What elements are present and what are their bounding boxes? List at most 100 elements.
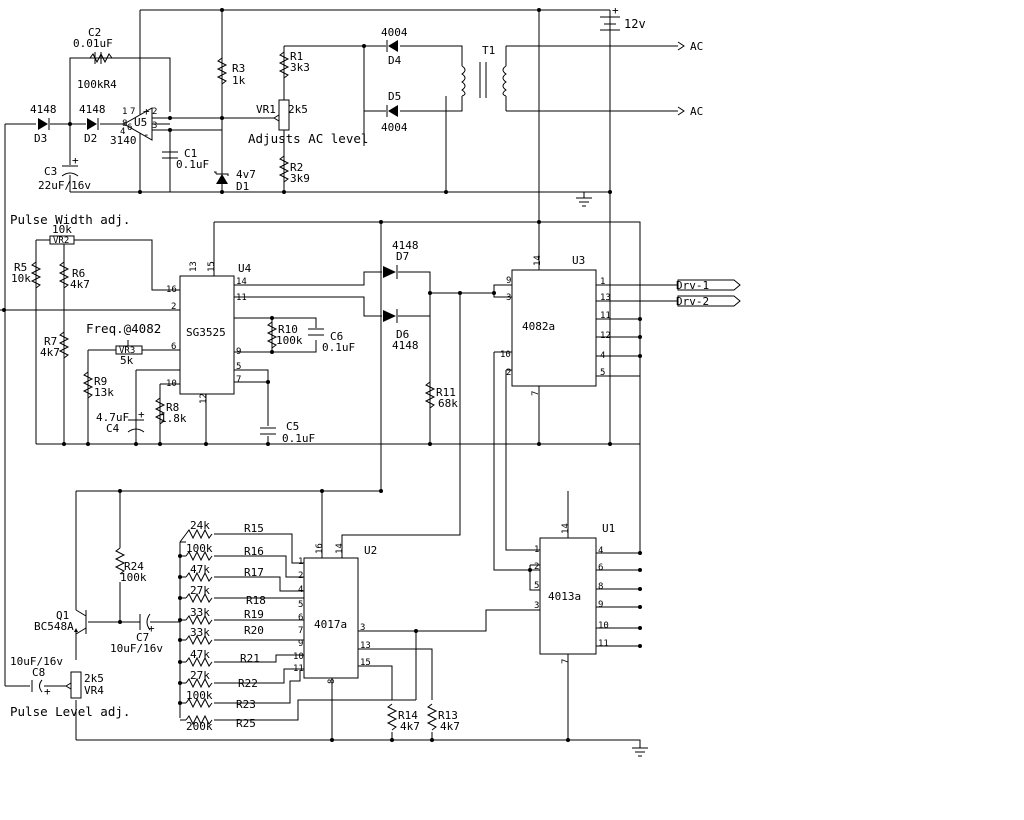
svg-text:16: 16 [315, 543, 325, 554]
svg-text:2: 2 [506, 368, 511, 378]
svg-text:1k: 1k [232, 74, 246, 87]
divider-resistor-r23: 100k R23 [185, 689, 256, 711]
svg-text:R7: R7 [44, 335, 57, 348]
svg-text:4v7: 4v7 [236, 168, 256, 181]
svg-text:10k: 10k [11, 272, 31, 285]
pulse-level-note: Pulse Level adj. [10, 704, 130, 719]
ac-level-note: Adjusts AC level [248, 131, 368, 146]
u5-part: 3140 [110, 134, 137, 147]
svg-text:10uF/16v: 10uF/16v [110, 642, 163, 655]
svg-text:4: 4 [600, 351, 605, 361]
svg-text:R2: R2 [290, 161, 303, 174]
svg-text:24k: 24k [190, 519, 210, 532]
svg-text:C6: C6 [330, 330, 343, 343]
svg-text:D4: D4 [388, 54, 402, 67]
diode-d5: D5 4004 [381, 90, 408, 134]
svg-text:100kR4: 100kR4 [77, 78, 117, 91]
svg-text:15: 15 [360, 658, 371, 668]
svg-text:U1: U1 [602, 522, 615, 535]
svg-text:13: 13 [360, 641, 371, 651]
svg-text:R14: R14 [398, 709, 418, 722]
divider-resistor-r21: 47k R21 [185, 648, 260, 668]
ic-u1: 4013a U1 1 2 5 3 4 6 8 9 10 11 14 7 [534, 522, 615, 664]
diode-d3: 4148 D3 [30, 103, 57, 145]
svg-text:4004: 4004 [381, 26, 408, 39]
divider-resistor-r25: 200k R25 [185, 714, 256, 733]
svg-text:7: 7 [531, 391, 541, 396]
svg-text:4.7uF: 4.7uF [96, 411, 129, 424]
transformer-t1: T1 [461, 44, 507, 98]
svg-text:C1: C1 [184, 147, 197, 160]
svg-text:R19: R19 [244, 608, 264, 621]
svg-text:1: 1 [534, 545, 539, 555]
svg-text:4004: 4004 [381, 121, 408, 134]
svg-text:0.01uF: 0.01uF [73, 37, 113, 50]
svg-text:0.1uF: 0.1uF [322, 341, 355, 354]
svg-text:+: + [138, 408, 145, 421]
svg-text:11: 11 [600, 311, 611, 321]
resistor-r14: R14 4k7 [386, 703, 420, 733]
resistor-r24: R24 100k [114, 547, 147, 584]
svg-text:7: 7 [298, 626, 303, 636]
svg-text:U3: U3 [572, 254, 585, 267]
svg-text:BC548A: BC548A [34, 620, 74, 633]
svg-text:0.1uF: 0.1uF [176, 158, 209, 171]
svg-text:Q1: Q1 [56, 609, 69, 622]
junction-dots [2, 8, 642, 742]
capacitor-c5: C5 0.1uF [260, 420, 315, 445]
resistor-r5: R5 10k [11, 261, 42, 289]
divider-resistor-r18: 27k R18 [185, 584, 266, 607]
svg-text:27k: 27k [190, 584, 210, 597]
svg-text:4017a: 4017a [314, 618, 347, 631]
svg-text:R18: R18 [246, 594, 266, 607]
svg-text:R25: R25 [236, 717, 256, 730]
svg-text:4k7: 4k7 [400, 720, 420, 733]
svg-text:4: 4 [598, 546, 603, 556]
svg-text:R22: R22 [238, 677, 258, 690]
svg-text:9: 9 [236, 347, 241, 357]
svg-text:D2: D2 [84, 132, 97, 145]
resistor-r4: 100kR4 [77, 52, 117, 91]
capacitor-c7: + C7 10uF/16v [110, 613, 163, 655]
capacitor-c8: + 10uF/16v C8 [10, 655, 63, 698]
svg-text:4148: 4148 [79, 103, 106, 116]
svg-text:5: 5 [236, 362, 241, 372]
svg-text:U4: U4 [238, 262, 252, 275]
svg-text:+: + [143, 105, 150, 118]
svg-text:R20: R20 [244, 624, 264, 637]
capacitor-c4: + 4.7uF C4 [96, 408, 145, 435]
svg-text:4k7: 4k7 [440, 720, 460, 733]
svg-text:R15: R15 [244, 522, 264, 535]
svg-text:Drv-1: Drv-1 [676, 279, 709, 292]
svg-text:8: 8 [122, 119, 127, 129]
svg-text:4082a: 4082a [522, 320, 555, 333]
svg-text:VR2: VR2 [53, 236, 69, 246]
svg-text:100k: 100k [120, 571, 147, 584]
transistor-q1: Q1 BC548A [34, 609, 87, 635]
resistor-r11: R11 68k [424, 381, 458, 410]
svg-text:C5: C5 [286, 420, 299, 433]
svg-text:3k3: 3k3 [290, 61, 310, 74]
svg-text:6: 6 [598, 563, 603, 573]
svg-text:11: 11 [598, 639, 609, 649]
svg-text:+: + [148, 622, 155, 635]
svg-text:5: 5 [600, 368, 605, 378]
svg-text:7: 7 [236, 375, 241, 385]
svg-text:6: 6 [298, 613, 303, 623]
svg-text:1.8k: 1.8k [160, 412, 187, 425]
svg-text:4: 4 [120, 127, 125, 137]
opamp-u5: 1 7 8 4 + - 2 3 6 U5 3140 [110, 105, 157, 147]
svg-text:2: 2 [152, 107, 157, 117]
potentiometer-vr1: VR1 2k5 Adjusts AC level [248, 99, 368, 146]
capacitor-c1: C1 0.1uF [162, 147, 209, 171]
svg-text:+: + [44, 685, 51, 698]
svg-text:R1: R1 [290, 50, 303, 63]
capacitor-c6: C6 0.1uF [308, 328, 355, 354]
svg-text:0.1uF: 0.1uF [282, 432, 315, 445]
svg-text:5: 5 [534, 581, 539, 591]
svg-text:R16: R16 [244, 545, 264, 558]
potentiometer-vr3: VR3 5k [115, 340, 143, 367]
diode-d6: D6 4148 [383, 309, 419, 352]
ground-symbol-top [576, 197, 592, 207]
svg-text:1: 1 [298, 557, 303, 567]
